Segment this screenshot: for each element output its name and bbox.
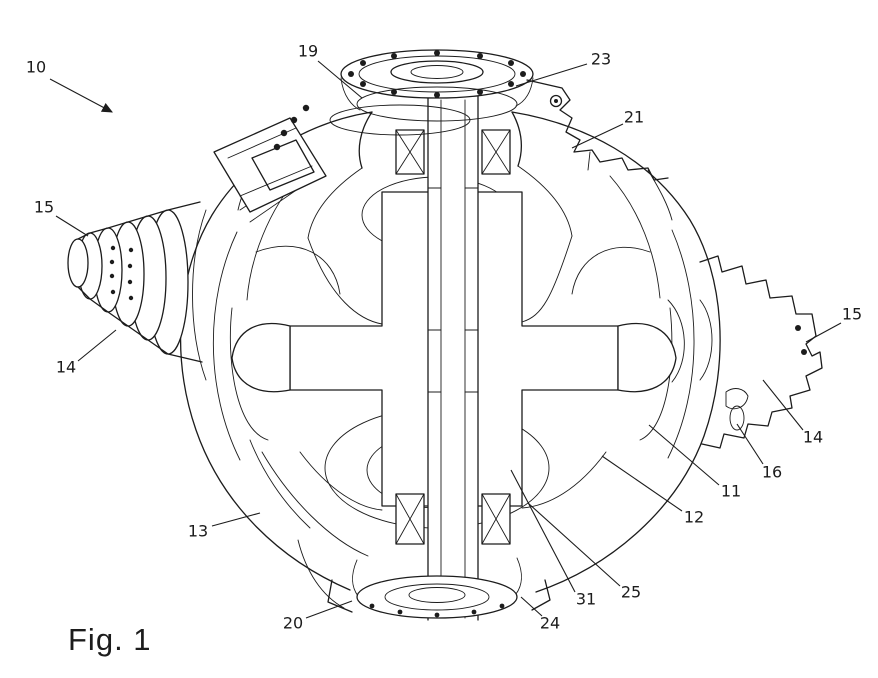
ref-label-19: 19 xyxy=(298,42,318,61)
figure-caption: Fig. 1 xyxy=(68,622,152,657)
ref-label-15-right: 15 xyxy=(842,305,862,324)
ref-label-25: 25 xyxy=(621,583,641,602)
ref-label-14-left: 14 xyxy=(56,358,76,377)
ref-label-14-right: 14 xyxy=(803,428,823,447)
reference-labels: 10 19 23 21 15 14 15 14 16 11 12 13 25 31 20 24 xyxy=(26,42,862,633)
leader-line-14-left xyxy=(77,329,117,362)
leader-line-20 xyxy=(305,600,353,619)
ref-label-13: 13 xyxy=(188,522,208,541)
ref-label-31: 31 xyxy=(576,590,596,609)
right-coupling xyxy=(699,255,823,449)
leader-line-19 xyxy=(317,60,363,99)
bottom-flange xyxy=(327,557,551,619)
ref-label-24: 24 xyxy=(540,614,560,633)
ref-label-16-right: 16 xyxy=(762,463,782,482)
leader-line-15-right xyxy=(805,322,842,343)
center-shaft xyxy=(427,95,479,621)
ref-label-10: 10 xyxy=(26,58,46,77)
leader-line-15-left xyxy=(55,215,89,237)
upper-left-bracket xyxy=(213,104,327,213)
top-flange xyxy=(329,49,534,136)
leader-line-23 xyxy=(515,63,588,87)
leader-line-10 xyxy=(49,78,113,113)
leader-line-14-right xyxy=(762,379,804,431)
ref-label-12: 12 xyxy=(684,508,704,527)
leader-line-11 xyxy=(648,424,720,486)
leader-line-16-right xyxy=(736,423,764,465)
ref-label-15-left: 15 xyxy=(34,198,54,217)
left-shaft xyxy=(67,201,207,381)
leader-line-24 xyxy=(520,596,543,617)
ref-label-21: 21 xyxy=(624,108,644,127)
bearing-blocks xyxy=(395,129,511,545)
leader-line-13 xyxy=(211,512,261,527)
leader-line-25 xyxy=(527,502,621,587)
ref-label-11: 11 xyxy=(721,482,741,501)
ref-label-23: 23 xyxy=(591,50,611,69)
leader-line-31 xyxy=(510,469,576,593)
ref-label-20: 20 xyxy=(283,614,303,633)
leader-line-12 xyxy=(601,455,683,512)
top-right-bracket xyxy=(526,79,673,221)
leader-line-21 xyxy=(571,123,624,149)
